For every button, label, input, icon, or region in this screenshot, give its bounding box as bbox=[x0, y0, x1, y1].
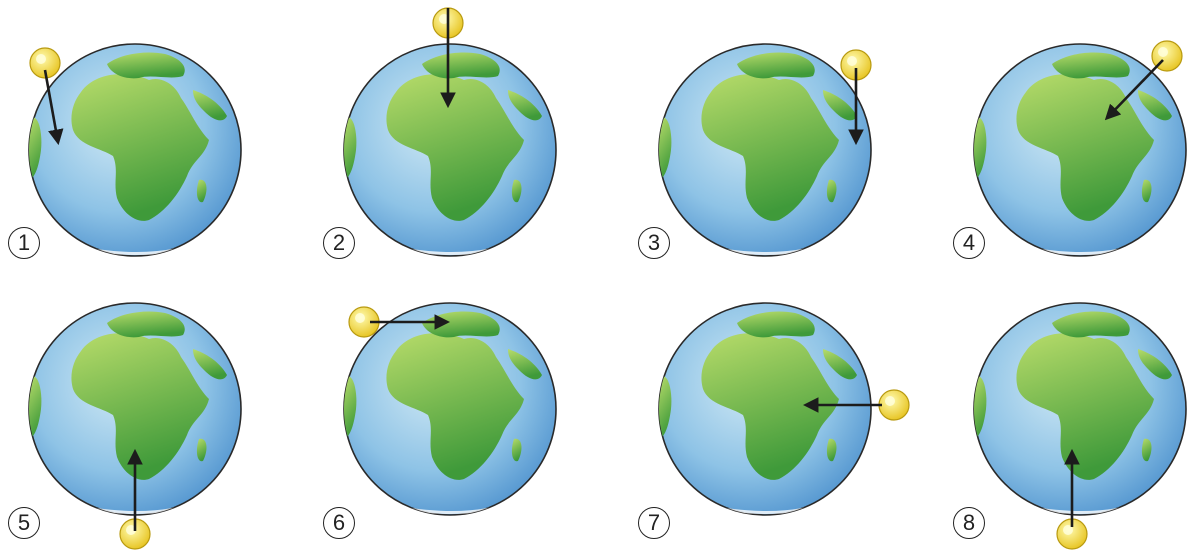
panel-number-badge: 1 bbox=[8, 227, 40, 259]
panel-7: 7 bbox=[630, 287, 880, 557]
panel-number-badge: 5 bbox=[8, 507, 40, 539]
sun-ball-icon bbox=[879, 390, 909, 420]
panel-5: 5 bbox=[0, 287, 250, 557]
earth-globe-icon bbox=[974, 44, 1186, 256]
earth-globe-icon bbox=[344, 44, 556, 256]
panel-number-badge: 2 bbox=[323, 227, 355, 259]
earth-globe-icon bbox=[29, 44, 241, 256]
panel-number-badge: 6 bbox=[323, 507, 355, 539]
panel-3: 3 bbox=[630, 10, 880, 280]
panel-number-badge: 4 bbox=[953, 227, 985, 259]
panel-6: 6 bbox=[315, 287, 565, 557]
earth-globe-icon bbox=[974, 303, 1186, 515]
panel-4: 4 bbox=[945, 10, 1187, 280]
panel-1: 1 bbox=[0, 10, 250, 280]
earth-globe-icon bbox=[659, 44, 871, 256]
panel-8: 8 bbox=[945, 287, 1187, 557]
panel-number-badge: 8 bbox=[953, 507, 985, 539]
panel-number-badge: 3 bbox=[638, 227, 670, 259]
panel-2: 2 bbox=[315, 10, 565, 280]
earth-globe-icon bbox=[344, 303, 556, 515]
earth-globe-icon bbox=[659, 303, 871, 515]
panel-number-badge: 7 bbox=[638, 507, 670, 539]
